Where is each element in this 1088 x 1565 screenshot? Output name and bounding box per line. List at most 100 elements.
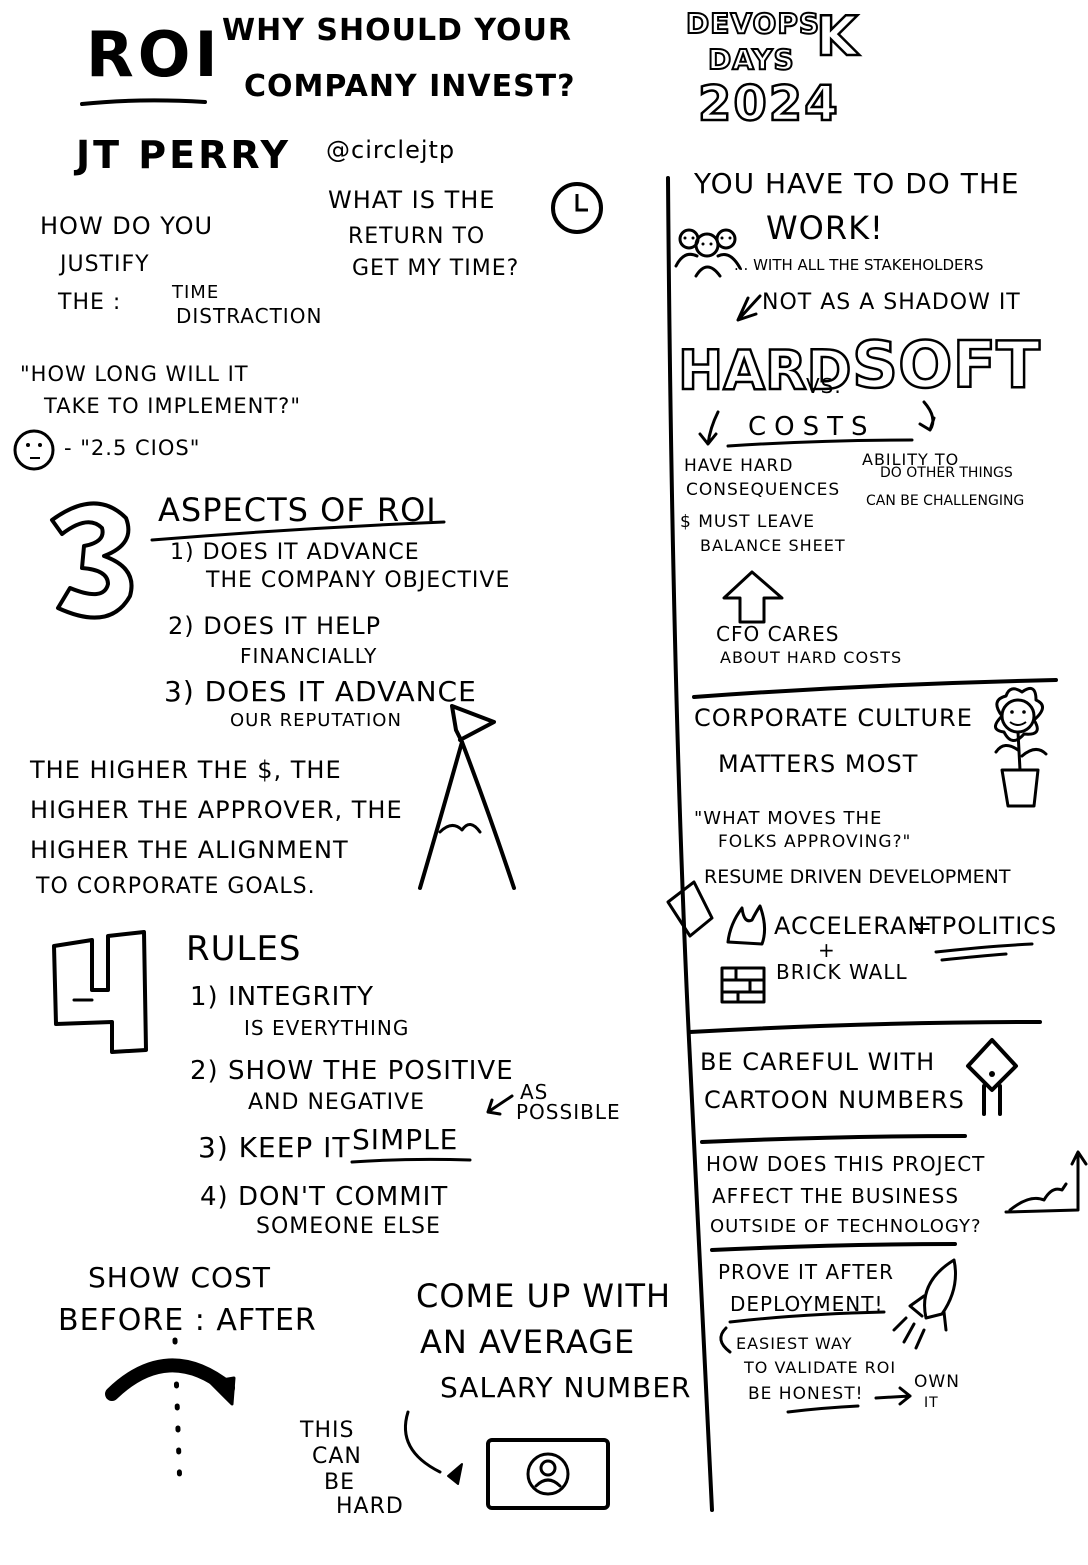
roi-underline [80,98,207,106]
justify-item-time: TIME [172,282,220,303]
title-line-2: COMPANY INVEST? [244,69,576,104]
validate-hook [719,1326,732,1354]
prove-line-2: DEPLOYMENT! [730,1292,884,1316]
speaker-handle: @circlejtp [326,136,456,164]
affect-line-2: AFFECT THE BUSINESS [712,1184,960,1208]
logo-devops: DEVOPS [685,7,821,40]
aspect-2-line-1: 2) DOES IT HELP [168,612,382,640]
rules-title: RULES [186,929,302,969]
politics-underline [934,942,1034,962]
soft-item-2: CAN BE CHALLENGING [866,493,1025,509]
aspect-3-line-2: OUR REPUTATION [230,710,402,731]
higher-line-1: THE HIGHER THE $, THE [30,756,342,784]
brick-wall-text: BRICK WALL [776,960,908,984]
aspects-underline [150,520,446,542]
justify-item-distraction: DISTRACTION [176,304,323,328]
divider-culture [692,678,1058,699]
accelerant-text: ACCELERANT [774,912,942,940]
stakeholders-text: ... WITH ALL THE STAKEHOLDERS [734,256,984,274]
aspect-1-line-1: 1) DOES IT ADVANCE [170,540,420,565]
cio-quote: - "2.5 CIOS" [64,436,201,460]
show-cost-line-1: SHOW COST [88,1261,271,1294]
divider-careful [688,1020,1042,1034]
rule-1-line-1: 1) INTEGRITY [190,982,375,1012]
higher-line-2: HIGHER THE APPROVER, THE [30,796,403,824]
work-line-2: WORK! [766,209,884,247]
logo-days: DAYS [707,43,795,76]
speaker-name: JT PERRY [76,133,292,177]
soft-item-1-line-1: ABILITY TO [862,450,960,469]
own-line-2: IT [924,1395,939,1411]
average-line-1: COME UP WITH [416,1277,672,1315]
rule-3-line-1: 3) KEEP IT [198,1131,351,1164]
logo-k: K [815,5,859,68]
shadow-arrow [736,294,762,322]
hard-note-4: HARD [336,1494,404,1519]
average-line-2: AN AVERAGE [420,1323,636,1361]
as-possible-line-2: POSSIBLE [516,1100,621,1124]
shadow-it-text: NOT AS A SHADOW IT [762,290,1021,315]
honest-underline [786,1404,860,1414]
mountain-icon [418,704,516,890]
implement-line-2: TAKE TO IMPLEMENT?" [44,394,301,418]
as-possible-arrow [486,1094,514,1116]
justify-line-2: JUSTIFY [60,252,150,277]
affect-line-3: OUTSIDE OF TECHNOLOGY? [710,1216,982,1237]
cfo-up-arrow [722,570,784,624]
clock-icon [551,182,603,234]
stakeholders-icon [674,228,742,278]
soft-item-1-line-2: DO OTHER THINGS [880,465,1013,481]
own-it-arrow [874,1386,912,1406]
moves-line-2: FOLKS APPROVING?" [718,832,912,852]
rule-1-line-2: IS EVERYTHING [244,1016,410,1040]
work-line-1: YOU HAVE TO DO THE [694,167,1020,200]
soft-heading: SOFT [851,329,1041,403]
aspects-number: 3 [58,500,60,501]
show-cost-line-2: BEFORE : AFTER [58,1303,317,1338]
aspects-three-outline [50,501,134,620]
hard-note-3: BE [324,1470,355,1495]
plus-text: + [818,938,836,962]
resume-text: RESUME DRIVEN DEVELOPMENT [704,866,1011,888]
return-line-2: RETURN TO [348,224,486,249]
return-line-1: WHAT IS THE [328,186,496,214]
hard-item-2-line-1: $ MUST LEAVE [680,512,816,532]
growth-chart-icon [1008,1182,1068,1212]
politics-text: = POLITICS [912,912,1058,940]
cfo-line-2: ABOUT HARD COSTS [720,648,903,667]
hard-note-1: THIS [300,1418,355,1443]
average-line-3: SALARY NUMBER [440,1371,692,1404]
rule-4-line-2: SOMEONE ELSE [256,1214,441,1239]
hard-arrow [403,1410,442,1474]
soft-cost-arrow [918,400,936,432]
vs-text: VS. [806,374,842,398]
moves-line-1: "WHAT MOVES THE [694,808,883,829]
as-possible-line-1: AS [520,1080,549,1104]
hard-item-1-line-2: CONSEQUENCES [686,480,841,500]
higher-line-4: TO CORPORATE GOALS. [36,874,316,899]
aspects-title: ASPECTS OF ROI [158,491,437,529]
roi-heading: ROI [86,18,222,91]
cfo-line-1: CFO CARES [716,622,840,646]
warning-sign-icon [966,1038,1018,1116]
rules-number: 4 [58,940,60,941]
rule-4-line-1: 4) DON'T COMMIT [200,1182,449,1212]
higher-line-3: HIGHER THE ALIGNMENT [30,836,349,864]
rocket-icon [892,1258,957,1350]
rule-2-line-1: 2) SHOW THE POSITIVE [190,1056,514,1086]
costs-underline [726,438,914,448]
rules-four-outline [52,930,148,1054]
logo-year: 2024 [697,76,840,132]
return-line-3: GET MY TIME? [352,256,520,281]
resume-icon [666,880,714,938]
dotted-timeline [172,1337,183,1493]
rule-3-simple: SIMPLE [352,1123,459,1156]
validate-line-2: TO VALIDATE ROI [744,1358,897,1377]
justify-line-1: HOW DO YOU [40,212,214,240]
hard-item-2-line-2: BALANCE SHEET [700,536,846,555]
fire-icon [726,904,767,946]
hard-heading: HARD [677,339,853,402]
implement-line-1: "HOW LONG WILL IT [20,362,249,386]
careful-line-1: BE CAREFUL WITH [700,1048,936,1076]
